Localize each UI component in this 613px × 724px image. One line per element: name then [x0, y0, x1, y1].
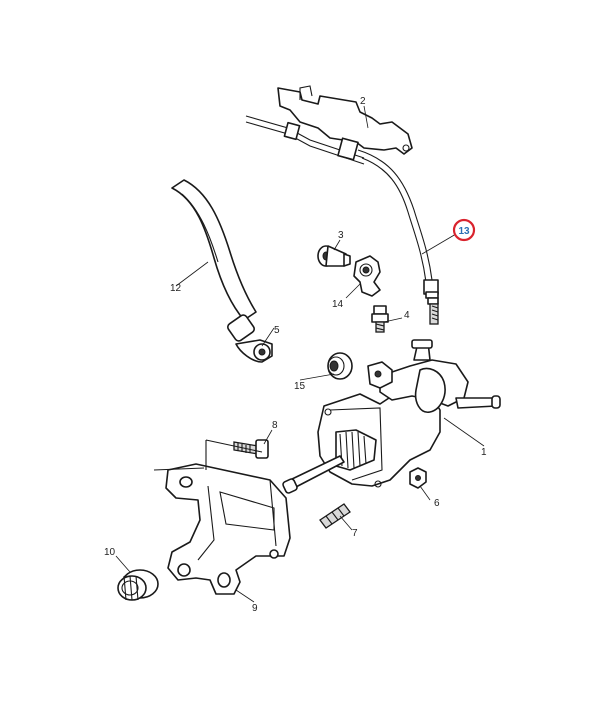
callout-1: 1: [481, 447, 487, 458]
callout-12: 12: [170, 283, 182, 294]
callout-3: 3: [338, 230, 344, 241]
part-4-bleed-screw: [371, 305, 389, 333]
part-12-hose: [171, 179, 273, 363]
callout-13-highlight[interactable]: 13: [452, 218, 476, 242]
callout-13: 13: [458, 226, 470, 237]
part-15-seal: [327, 352, 353, 380]
part-9-pedal-bracket: [153, 439, 291, 595]
part-7-stud: [319, 503, 351, 529]
callout-10: 10: [104, 547, 116, 558]
callout-7: 7: [352, 528, 358, 539]
callout-4: 4: [404, 310, 410, 321]
callout-9: 9: [252, 603, 258, 614]
callout-15: 15: [294, 381, 306, 392]
part-8-bolt: [233, 439, 269, 459]
highlight-ring: [452, 218, 476, 242]
part-3-fitting: [317, 245, 351, 267]
callout-6: 6: [434, 498, 440, 509]
part-6-nut: [409, 467, 427, 489]
callout-5: 5: [274, 325, 280, 336]
part-1-master-cylinder: [282, 339, 501, 494]
part-13-fluid-pipe: [357, 149, 439, 325]
callout-labels: 1 2 3 4 5 6 7 8 9 10 12 14 15: [104, 96, 487, 614]
callout-2: 2: [360, 96, 366, 107]
part-10-bush: [117, 569, 159, 601]
part-2-bracket: [245, 85, 413, 165]
leader-lines: [115, 105, 485, 603]
callout-8: 8: [272, 420, 278, 431]
part-14-valve: [353, 255, 381, 297]
callout-14: 14: [332, 299, 344, 310]
